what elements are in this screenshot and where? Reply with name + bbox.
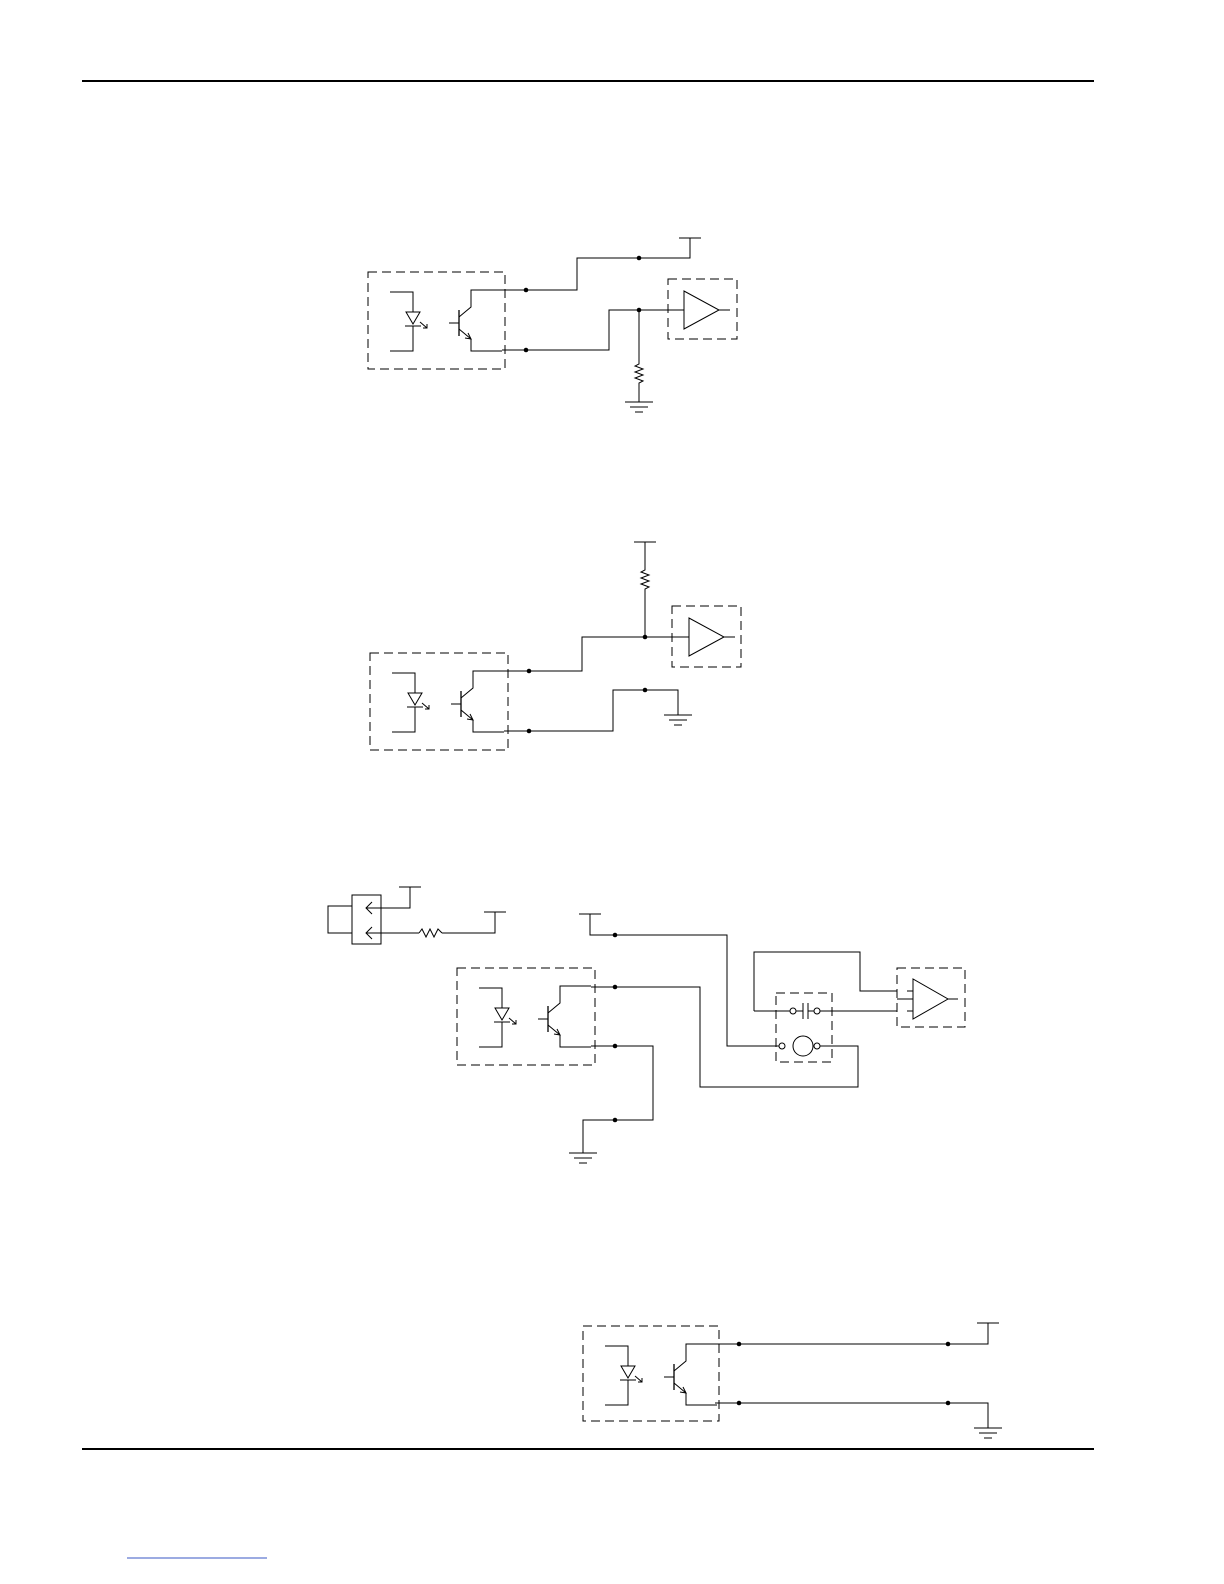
component-box: [776, 993, 832, 1062]
buffer-symbol: [689, 618, 724, 656]
wire: [754, 952, 897, 1011]
wire: [502, 238, 690, 290]
resistor-symbol: [641, 566, 649, 592]
wire: [715, 1403, 988, 1421]
optocoupler-symbol: [392, 671, 504, 732]
buffer-box: [668, 279, 737, 339]
optocoupler-box: [457, 968, 595, 1065]
optocoupler-box: [370, 653, 508, 750]
vcc-symbol: [579, 914, 601, 932]
vcc-symbol: [679, 238, 701, 256]
buffer-symbol: [913, 979, 948, 1019]
vcc-symbol: [399, 887, 421, 905]
resistor-symbol: [419, 929, 442, 937]
wire: [591, 987, 858, 1087]
optocoupler-symbol: [605, 1344, 717, 1405]
optocoupler-symbol: [390, 290, 502, 351]
resistor-symbol: [635, 360, 643, 386]
ground-symbol: [974, 1418, 1002, 1438]
wire: [504, 637, 672, 671]
ground-symbol: [625, 392, 653, 412]
optocoupler-symbol: [479, 986, 591, 1047]
optocoupler-box: [368, 272, 505, 369]
wire: [590, 914, 779, 1046]
buffer-box: [897, 968, 965, 1027]
optocoupler-box: [583, 1326, 719, 1421]
wire: [502, 310, 668, 350]
schematic-diagram-3: [328, 887, 965, 1163]
wire: [583, 1046, 653, 1146]
schematic-diagram-1: [368, 238, 737, 412]
ground-symbol: [664, 705, 692, 725]
vcc-symbol: [634, 542, 656, 560]
buffer-symbol: [684, 291, 719, 329]
schematic-diagram-2: [370, 542, 741, 750]
connector-block: [352, 895, 381, 944]
schematic-diagram-4: [583, 1323, 1002, 1438]
vcc-symbol: [484, 912, 506, 930]
wire: [715, 1323, 988, 1344]
wire: [504, 690, 678, 731]
ground-symbol: [569, 1143, 597, 1163]
vcc-symbol: [977, 1323, 999, 1341]
motor-symbol: [793, 1036, 813, 1056]
